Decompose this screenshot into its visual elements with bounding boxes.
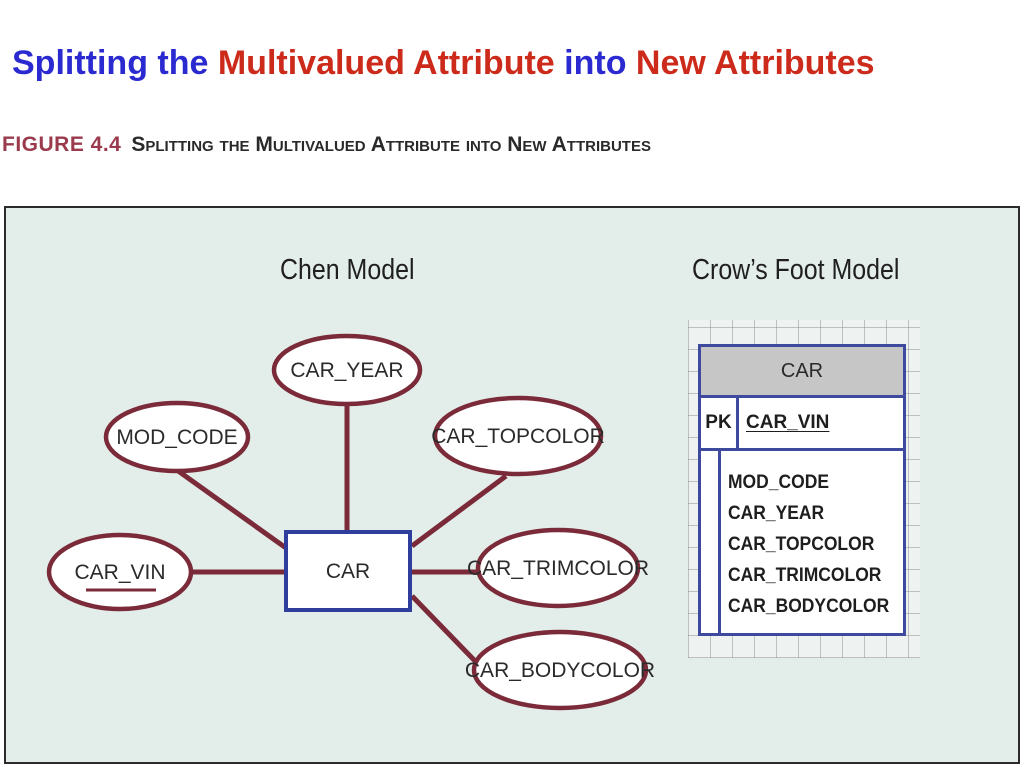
crows-foot-entity-name: CAR: [701, 347, 903, 398]
attribute-item: MOD_CODE: [727, 472, 829, 493]
attribute-item: CAR_TOPCOLOR: [727, 534, 875, 555]
link-car-topcolor: [410, 473, 508, 549]
entity-car-label: CAR: [326, 560, 370, 583]
attribute-item: CAR_BODYCOLOR: [727, 596, 889, 617]
key-column-empty: [701, 451, 721, 636]
entity-car: CAR: [284, 530, 412, 612]
car-bodycolor-label: CAR_BODYCOLOR: [465, 659, 655, 682]
attribute-list: MOD_CODE CAR_YEAR CAR_TOPCOLOR CAR_TRIMC…: [721, 451, 903, 636]
crows-foot-grid: CAR PK CAR_VIN MOD_CODE CAR_YEAR CAR_TOP…: [688, 320, 920, 658]
car-topcolor-label: CAR_TOPCOLOR: [431, 425, 605, 448]
figure-caption: FIGURE 4.4 Splitting the Multivalued Attr…: [2, 130, 651, 160]
chen-model-heading: Chen Model: [280, 254, 415, 286]
chen-diagram: CAR_YEAR MOD_CODE CAR_TOPCOLOR CAR_VIN C…: [46, 333, 655, 711]
link-car-bodycolor: [410, 594, 478, 664]
attribute-car-vin: CAR_VIN: [46, 532, 194, 612]
attribute-item: CAR_YEAR: [727, 503, 824, 524]
link-mod-code: [172, 465, 288, 551]
car-trimcolor-label: CAR_TRIMCOLOR: [467, 557, 649, 580]
title-part-2: Multivalued Attribute: [217, 44, 555, 82]
attribute-rows: MOD_CODE CAR_YEAR CAR_TOPCOLOR CAR_TRIMC…: [701, 451, 903, 636]
attribute-car-topcolor: CAR_TOPCOLOR: [431, 395, 605, 477]
attribute-item: CAR_TRIMCOLOR: [727, 565, 882, 586]
primary-key-row: PK CAR_VIN: [701, 398, 903, 451]
mod-code-label: MOD_CODE: [116, 426, 237, 449]
car-year-label: CAR_YEAR: [290, 359, 403, 382]
crows-foot-entity-car: CAR PK CAR_VIN MOD_CODE CAR_YEAR CAR_TOP…: [698, 344, 906, 636]
title-part-4: New Attributes: [635, 44, 875, 82]
figure-number: FIGURE 4.4: [2, 133, 122, 156]
attribute-car-bodycolor: CAR_BODYCOLOR: [465, 629, 655, 711]
figure-caption-text: Splitting the Multivalued Attribute into…: [131, 133, 651, 156]
attribute-mod-code: MOD_CODE: [103, 400, 251, 474]
title-part-1: Splitting the: [12, 44, 218, 82]
attribute-car-year: CAR_YEAR: [271, 333, 423, 407]
pk-label: PK: [701, 398, 739, 448]
title-part-3: into: [554, 44, 636, 82]
pk-attribute: CAR_VIN: [746, 412, 830, 433]
car-vin-label: CAR_VIN: [74, 561, 165, 584]
crows-foot-model-heading: Crow’s Foot Model: [692, 254, 900, 286]
attribute-car-trimcolor: CAR_TRIMCOLOR: [467, 527, 649, 609]
slide-title: Splitting the Multivalued Attribute into…: [12, 40, 1022, 86]
figure-panel: CAR_YEAR MOD_CODE CAR_TOPCOLOR CAR_VIN C…: [4, 206, 1020, 764]
